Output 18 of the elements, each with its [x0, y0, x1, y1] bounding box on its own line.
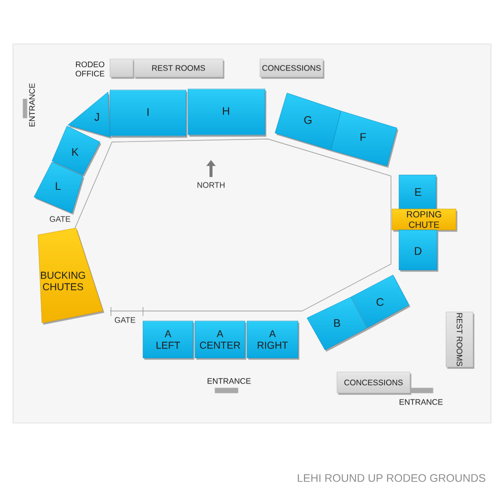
building-box: REST ROOMS — [446, 312, 474, 369]
seating-section: E — [398, 174, 438, 212]
seating-section: H — [188, 88, 266, 137]
building-label: RODEO OFFICE — [76, 62, 104, 76]
building-box: CONCESSIONS — [336, 372, 412, 395]
building-box: CONCESSIONS — [260, 58, 324, 79]
map-title: LEHI ROUND UP RODEO GROUNDS — [298, 474, 486, 482]
entrance-label: ENTRANCE — [400, 399, 443, 405]
entrance-label: ENTRANCE — [29, 83, 35, 126]
entrance-label: ENTRANCE — [208, 378, 251, 384]
seating-section: D — [398, 230, 438, 272]
chute-area: ROPING CHUTE — [392, 208, 458, 232]
gate-label: GATE — [50, 216, 70, 222]
seating-section: A CENTER — [194, 320, 246, 360]
seating-section: A LEFT — [142, 320, 194, 360]
seating-section: A RIGHT — [246, 320, 300, 360]
compass-label: NORTH — [198, 182, 224, 188]
gate-label: GATE — [114, 317, 136, 323]
